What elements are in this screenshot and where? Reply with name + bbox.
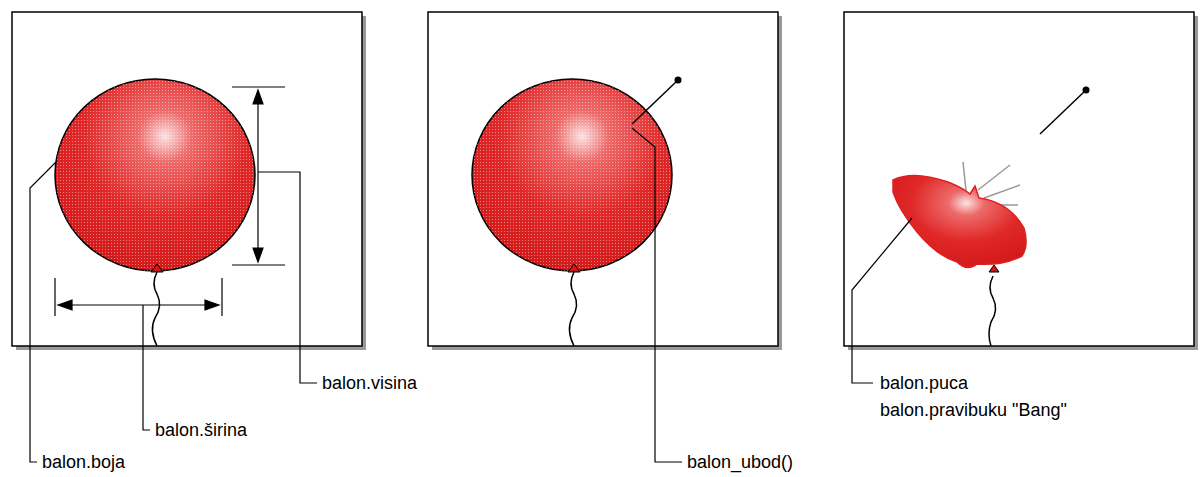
balloon <box>472 79 672 346</box>
part-label: balon.širina <box>155 419 247 441</box>
pin <box>1040 87 1090 135</box>
leader-line <box>30 162 317 462</box>
balloon <box>55 79 255 346</box>
part-label: balon_ubod() <box>687 451 793 473</box>
dimension-arrow <box>55 87 285 316</box>
burst-balloon <box>893 175 1026 346</box>
part-label: balon.pravibuku "Bang" <box>880 399 1067 421</box>
part-label: balon.boja <box>42 451 125 473</box>
part-label: balon.puca <box>880 372 968 394</box>
panel-frame <box>12 12 1194 346</box>
part-label: balon.visina <box>322 372 417 394</box>
leader-line <box>852 218 912 383</box>
leader-line <box>632 128 682 462</box>
pin <box>632 77 682 125</box>
